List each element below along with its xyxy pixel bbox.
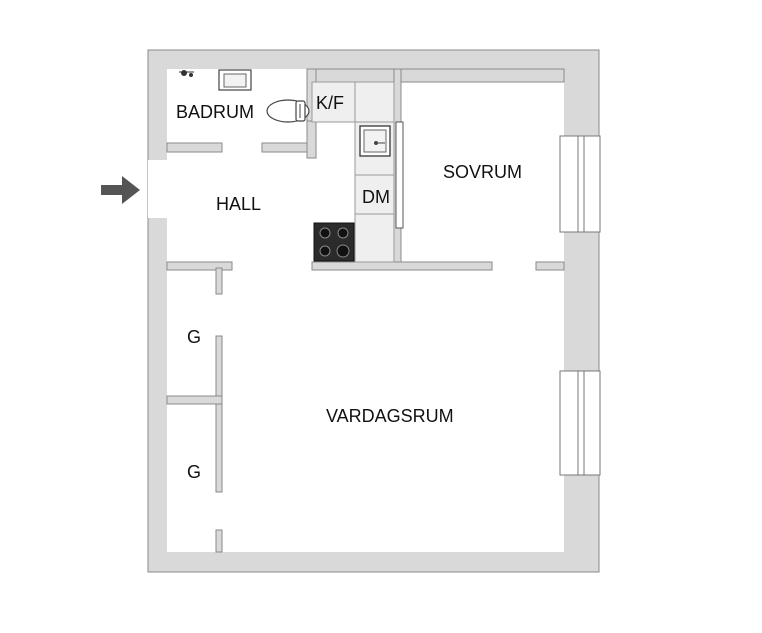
wardrobe [395,121,404,229]
room-label-dm: DM [362,187,390,207]
room-label-g-lower: G [187,462,201,482]
entrance-arrow-icon [101,176,140,204]
kitchen-sink-icon [359,125,391,157]
room-label-kf: K/F [316,93,344,113]
room-label-hall: HALL [216,194,261,214]
bathroom-sink-icon [218,69,252,91]
window-icon [559,135,601,476]
room-label-g-upper: G [187,327,201,347]
room-label-vardagsrum: VARDAGSRUM [326,406,454,426]
room-label-sovrum: SOVRUM [443,162,522,182]
stove-icon [313,222,355,262]
room-label-badrum: BADRUM [176,102,254,122]
kitchen-counter [311,81,395,263]
shower-icon [179,70,194,77]
toilet-icon [266,99,310,123]
